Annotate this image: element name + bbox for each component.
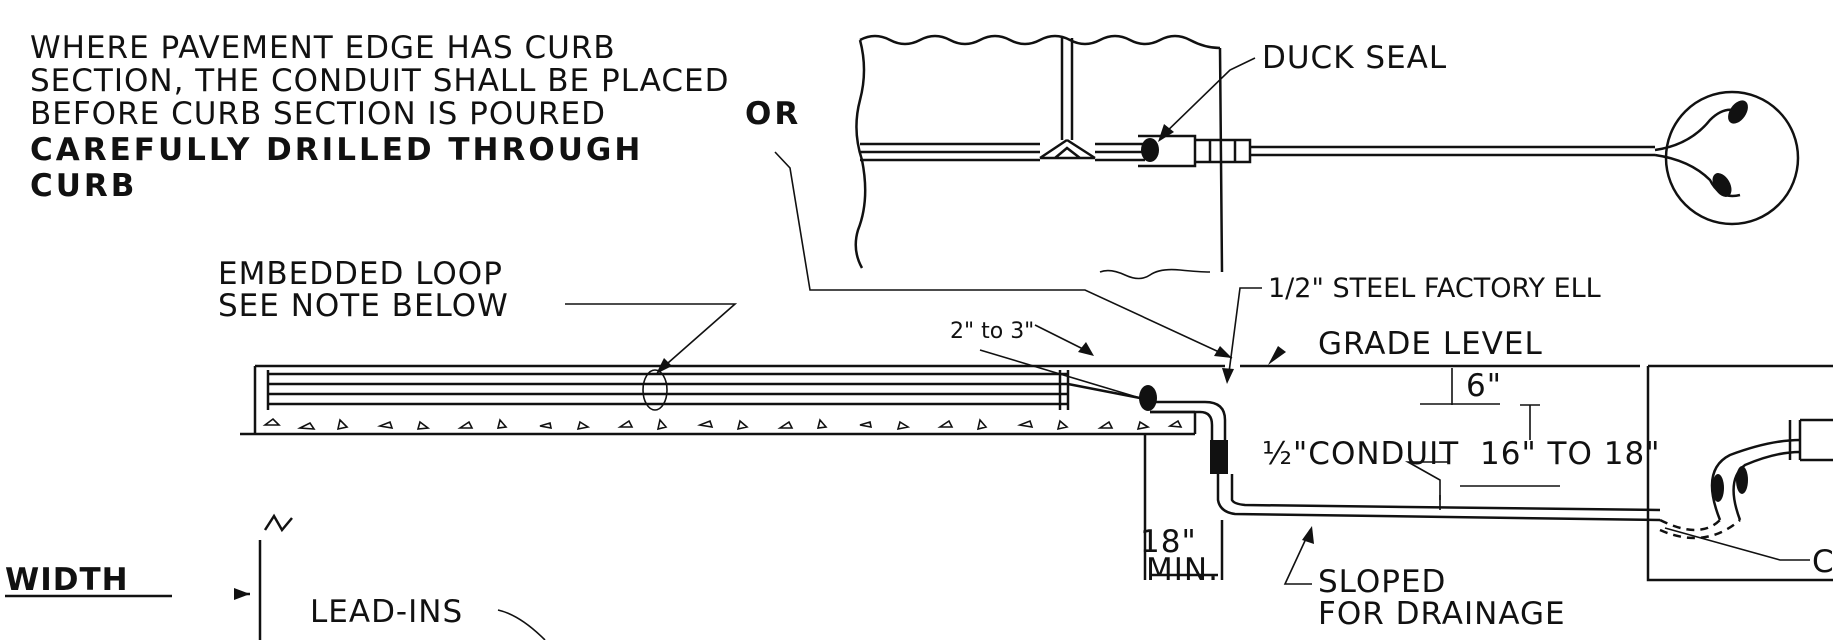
- conduit-leader: [1404, 461, 1448, 500]
- section-pull-box-bracket: [1788, 418, 1833, 462]
- pull-box-leader: [1664, 527, 1810, 561]
- plan-coupler: [1195, 138, 1252, 164]
- section-splice-2: [1736, 466, 1748, 494]
- lead-ins-label: LEAD-INS: [310, 594, 463, 630]
- sloped-leader: [1283, 529, 1312, 585]
- loop-to-seal: [1067, 382, 1141, 400]
- grade-level-arrow: [1268, 346, 1286, 365]
- embedded-loop-section-mark: [642, 369, 668, 411]
- plan-loop-wire: [860, 142, 1145, 162]
- steel-ell: [1150, 400, 1227, 460]
- steel-ell-leader: [1227, 287, 1262, 381]
- plan-y-junction: [1039, 138, 1096, 160]
- width-label: WIDTH: [5, 562, 129, 598]
- conduit-pipe: [1216, 474, 1661, 522]
- depth-6-dim: [1420, 368, 1500, 405]
- curb-note-leader-arrow: [1214, 346, 1232, 358]
- depth-16-18-label: 16" TO 18": [1480, 436, 1660, 472]
- depth-2-3-leader: [979, 324, 1141, 399]
- plan-bottom-break: [1099, 268, 1211, 280]
- curb-note-leader: [774, 151, 1233, 359]
- lead-ins-leader: [497, 609, 546, 640]
- curb-note: WHERE PAVEMENT EDGE HAS CURB SECTION, TH…: [30, 30, 801, 204]
- min-18-dim: [1143, 434, 1224, 580]
- embedded-loop-label-2: SEE NOTE BELOW: [218, 288, 509, 324]
- duck-seal-arrow: [1158, 124, 1174, 142]
- plan-splice-2: [1712, 173, 1732, 197]
- steel-ell-arrow: [1222, 368, 1234, 384]
- width-limit-line: [258, 513, 293, 640]
- plan-view: [854, 34, 1800, 280]
- plan-pavement-outline: [854, 34, 1224, 273]
- conduit-label: ½"CONDUIT: [1262, 436, 1459, 472]
- plan-splice-1: [1728, 100, 1748, 124]
- duck-seal-leader: [1159, 57, 1256, 139]
- curb-note-line-4: CAREFULLY DRILLED THROUGH: [30, 132, 643, 168]
- conduit-coupling: [1210, 440, 1228, 474]
- plan-duck-seal: [1141, 138, 1159, 162]
- depth-2-3-label: 2" to 3": [950, 319, 1034, 344]
- slab-aggregate: [262, 417, 1183, 431]
- curb-note-line-2: SECTION, THE CONDUIT SHALL BE PLACED: [30, 63, 729, 99]
- section-pull-box: [1646, 364, 1833, 582]
- depth-6-label: 6": [1466, 368, 1502, 404]
- width-arrow: [234, 588, 250, 600]
- section-view: [240, 364, 1833, 582]
- curb-note-line-5: CURB: [30, 168, 137, 204]
- section-pull-box-wire: [1710, 438, 1801, 521]
- min-label: MIN.: [1146, 552, 1219, 588]
- steel-ell-label: 1/2" STEEL FACTORY ELL: [1268, 273, 1601, 304]
- sloped-arrow: [1302, 526, 1314, 544]
- embedded-loop-leader: [565, 303, 738, 371]
- embedded-loop-wires: [268, 372, 1068, 406]
- depth-16-18-dim: [1439, 404, 1560, 510]
- sloped-label-1: SLOPED: [1318, 564, 1446, 600]
- edge-letter: C: [1812, 544, 1833, 580]
- section-pull-box-wire-hidden: [1659, 518, 1741, 540]
- curb-note-line-1: WHERE PAVEMENT EDGE HAS CURB: [30, 30, 616, 66]
- embedded-loop-label-1: EMBEDDED LOOP: [218, 256, 503, 292]
- min-18-label: 18": [1140, 524, 1197, 560]
- section-splice-1: [1712, 474, 1724, 502]
- plan-saw-joint: [1060, 38, 1074, 140]
- curb-note-line-3: BEFORE CURB SECTION IS POURED: [30, 96, 606, 132]
- sloped-label-2: FOR DRAINAGE: [1318, 596, 1566, 632]
- duck-seal-label: DUCK SEAL: [1262, 40, 1447, 76]
- section-duck-seal: [1139, 385, 1157, 411]
- slab-outline: [240, 366, 1197, 436]
- curb-note-or: OR: [745, 96, 801, 132]
- grade-level-label: GRADE LEVEL: [1318, 326, 1543, 362]
- depth-2-3-arrow: [1078, 342, 1094, 356]
- plan-lead-in: [1250, 145, 1655, 157]
